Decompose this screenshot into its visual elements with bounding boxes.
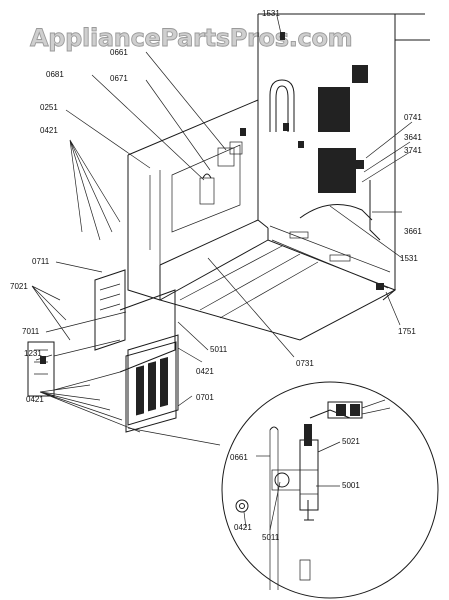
part-label-0421-left: 0421: [26, 395, 44, 404]
part-label-0681: 0681: [46, 70, 64, 79]
part-label-0421-mid: 0421: [196, 367, 214, 376]
part-label-0741: 0741: [404, 113, 422, 122]
part-label-0661-top: 0661: [110, 48, 128, 57]
part-labels: 1531 0661 0681 0671 0251 0421 0741 3641 …: [10, 9, 422, 542]
part-label-1231: 1231: [24, 349, 42, 358]
part-label-1531-top: 1531: [262, 9, 280, 18]
part-label-0661-detail: 0661: [230, 453, 248, 462]
part-label-5011-mid: 5011: [210, 345, 228, 354]
part-label-1751: 1751: [398, 327, 416, 336]
part-label-7021: 7021: [10, 282, 28, 291]
cabinet-rear-wall: [257, 13, 430, 301]
part-label-0421-upper: 0421: [40, 126, 58, 135]
part-label-7011: 7011: [22, 327, 40, 336]
left-panels: [94, 269, 179, 426]
part-label-1531-mid: 1531: [400, 254, 418, 263]
part-label-3741: 3741: [404, 146, 422, 155]
leader-lines: [31, 15, 413, 531]
grille-panel: [125, 341, 177, 433]
left-bracket: [27, 339, 121, 397]
base-plate: [158, 160, 397, 341]
part-label-0731: 0731: [296, 359, 314, 368]
part-label-0671: 0671: [110, 74, 128, 83]
part-label-0711: 0711: [32, 257, 50, 266]
part-label-3661: 3661: [404, 227, 422, 236]
part-label-5021: 5021: [342, 437, 360, 446]
part-label-5001: 5001: [342, 481, 360, 490]
detail-magnifier: [221, 381, 439, 599]
bracket-assembly: [127, 79, 295, 301]
part-label-0251: 0251: [40, 103, 58, 112]
part-label-3641: 3641: [404, 133, 422, 142]
part-label-0701: 0701: [196, 393, 214, 402]
part-label-5011-detail: 5011: [262, 533, 280, 542]
watermark: AppliancePartsPros.com: [30, 24, 352, 52]
part-label-0421-detail: 0421: [234, 523, 252, 532]
